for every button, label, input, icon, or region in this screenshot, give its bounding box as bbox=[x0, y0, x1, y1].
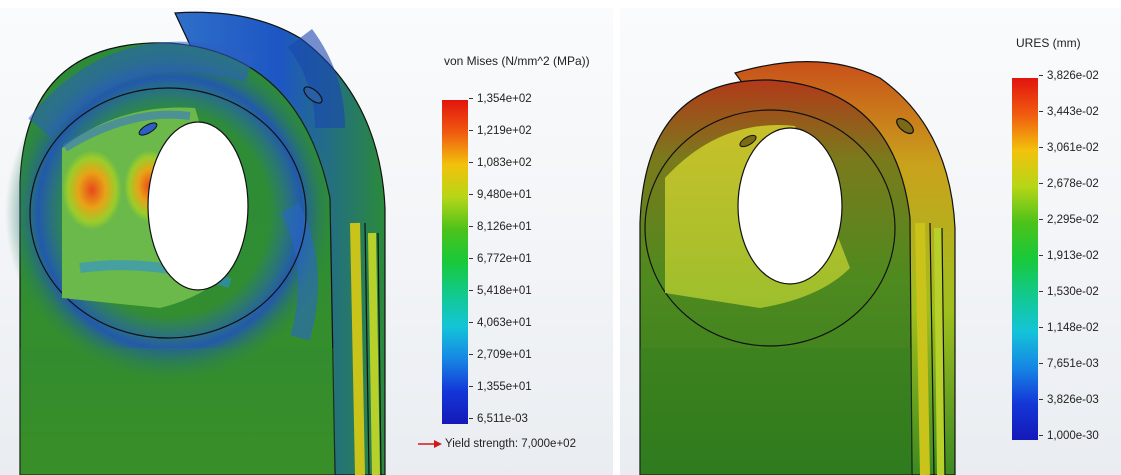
stress-model-viewport[interactable] bbox=[0, 8, 613, 475]
stress-tick: 1,083e+02 bbox=[469, 157, 532, 169]
stress-tick: 1,219e+02 bbox=[469, 125, 532, 137]
stress-tick: 6,772e+01 bbox=[469, 253, 532, 265]
displacement-tick: 1,530e-02 bbox=[1039, 286, 1099, 298]
displacement-tick: 3,826e-03 bbox=[1039, 394, 1099, 406]
stress-tick: 9,480e+01 bbox=[469, 189, 532, 201]
displacement-tick: 3,826e-02 bbox=[1039, 70, 1099, 82]
displacement-tick: 1,913e-02 bbox=[1039, 250, 1099, 262]
stress-tick: 4,063e+01 bbox=[469, 317, 532, 329]
yield-strength-label: Yield strength: 7,000e+02 bbox=[445, 438, 576, 450]
stress-tick: 2,709e+01 bbox=[469, 349, 532, 361]
displacement-tick: 7,651e-03 bbox=[1039, 358, 1099, 370]
displacement-tick: 1,000e-30 bbox=[1039, 430, 1099, 442]
displacement-tick: 2,295e-02 bbox=[1039, 214, 1099, 226]
yield-strength-marker: Yield strength: 7,000e+02 bbox=[418, 438, 576, 450]
stress-tick: 1,354e+02 bbox=[469, 93, 532, 105]
stress-colorbar bbox=[442, 100, 468, 424]
stress-plot-panel[interactable]: von Mises (N/mm^2 (MPa)) 1,354e+02 1,219… bbox=[0, 8, 613, 475]
stress-tick: 6,511e-03 bbox=[469, 413, 528, 425]
displacement-tick: 3,443e-02 bbox=[1039, 106, 1099, 118]
displacement-legend-title: URES (mm) bbox=[1016, 36, 1081, 50]
displacement-plot-panel[interactable]: URES (mm) 3,826e-02 3,443e-02 3,061e-02 … bbox=[620, 8, 1121, 475]
stress-tick: 1,355e+01 bbox=[469, 381, 532, 393]
stress-legend-title: von Mises (N/mm^2 (MPa)) bbox=[444, 54, 590, 68]
displacement-model-viewport[interactable] bbox=[620, 8, 1121, 475]
displacement-tick: 1,148e-02 bbox=[1039, 322, 1099, 334]
stress-tick: 5,418e+01 bbox=[469, 285, 532, 297]
displacement-tick: 3,061e-02 bbox=[1039, 142, 1099, 154]
displacement-tick: 2,678e-02 bbox=[1039, 178, 1099, 190]
stress-tick: 8,126e+01 bbox=[469, 221, 532, 233]
displacement-colorbar bbox=[1012, 78, 1038, 440]
red-arrow-icon bbox=[418, 439, 442, 448]
